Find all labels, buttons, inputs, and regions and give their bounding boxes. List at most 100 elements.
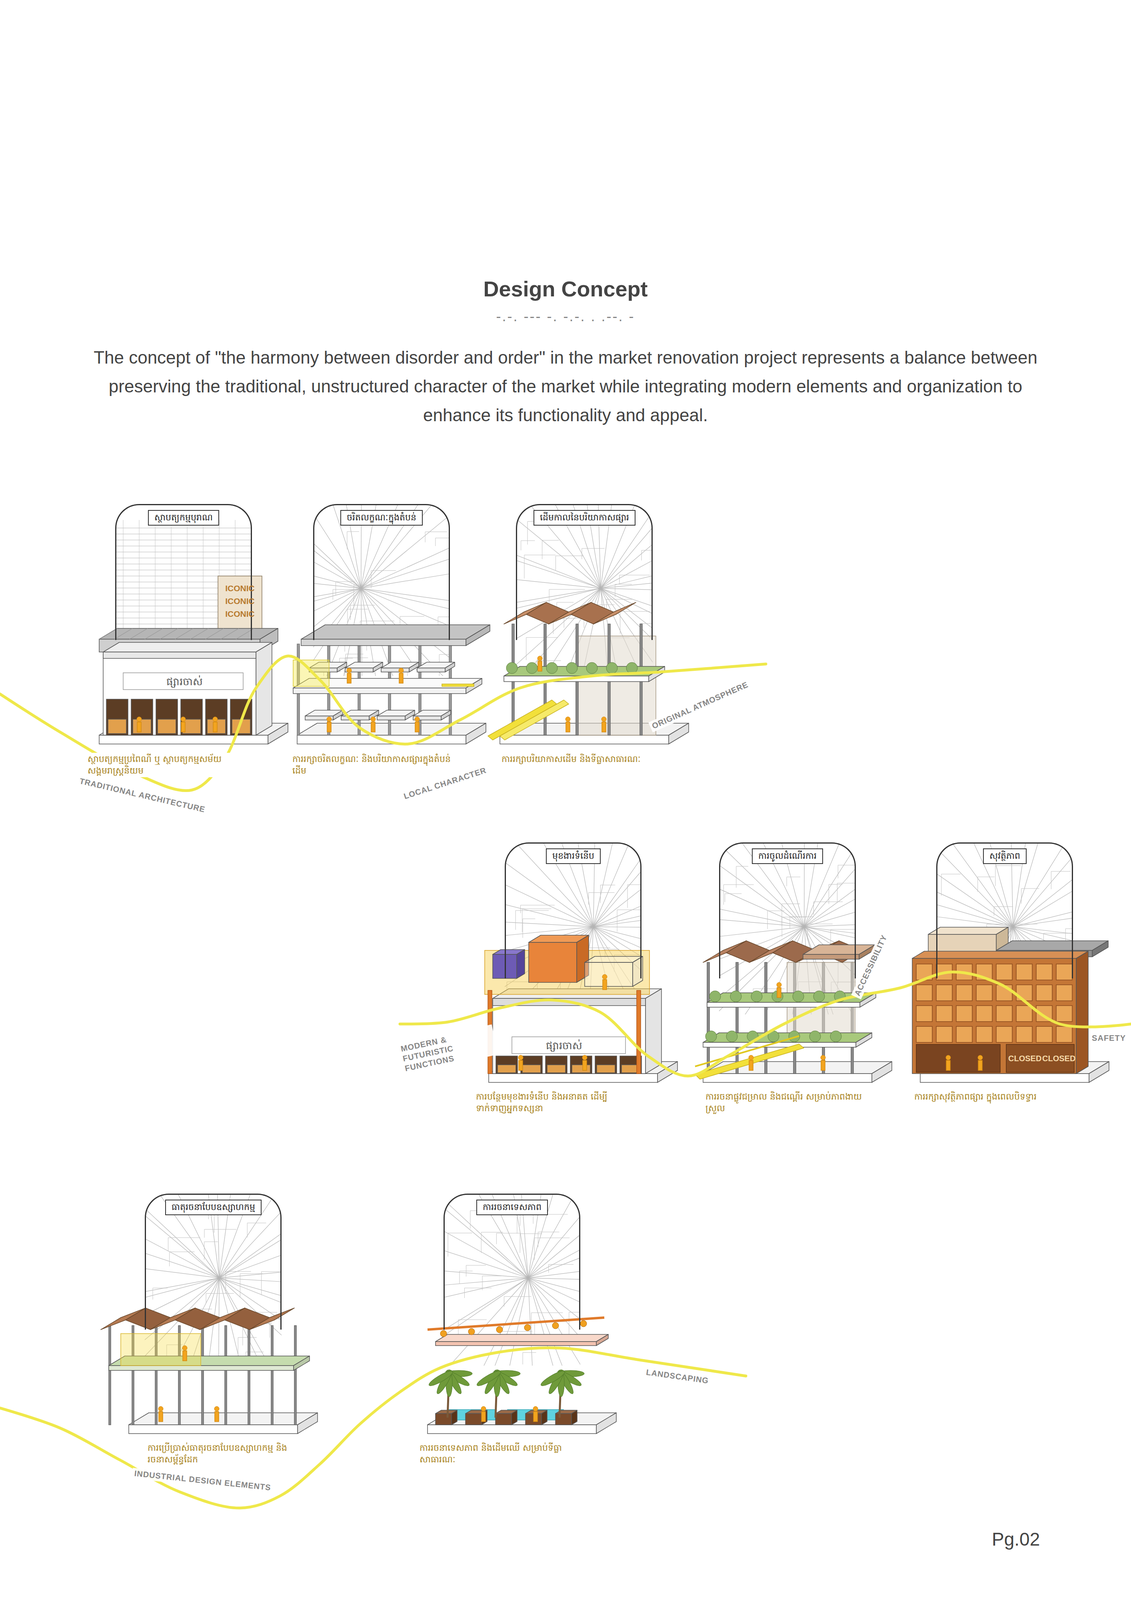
sketch-line — [294, 1277, 529, 1332]
sketch-line — [855, 889, 883, 890]
planter-shrub — [709, 990, 721, 1002]
sketch-line — [617, 909, 618, 932]
sketch-line — [600, 884, 616, 886]
sketch-line — [845, 754, 1013, 927]
sketch-line — [219, 1102, 384, 1278]
steel-column — [108, 1325, 111, 1425]
sketch-line — [627, 884, 645, 885]
sketch-line — [522, 1352, 537, 1353]
sketch-line — [370, 570, 372, 589]
lantern — [496, 1326, 503, 1333]
person-figure — [533, 1406, 538, 1411]
roof — [996, 940, 1109, 951]
planter-shrub — [726, 1030, 738, 1042]
window-screen — [916, 1005, 933, 1022]
sketch-line — [804, 689, 844, 927]
person-figure — [213, 721, 218, 732]
window-screen — [1036, 984, 1053, 1001]
sketch-line — [515, 910, 516, 930]
flat-roof — [803, 954, 860, 960]
sketch-line — [949, 695, 1014, 927]
sketch-line — [470, 720, 594, 927]
window-screen — [996, 1026, 1013, 1043]
stall-canopy — [445, 662, 455, 672]
sketch-line — [661, 733, 805, 927]
palm-leaf — [475, 1368, 503, 1388]
steel-column — [294, 1325, 297, 1425]
person-figure — [370, 716, 376, 722]
sketch-line — [203, 1241, 205, 1260]
sketch-line — [219, 1255, 458, 1278]
sketch-line — [350, 605, 351, 620]
sketch-line — [527, 1277, 746, 1379]
frame-heading: ការចូលដំណើរការ — [751, 848, 824, 864]
sketch-line — [1051, 871, 1052, 890]
sketch-line — [363, 588, 601, 628]
vignette-caption: ការរក្សាចរិតលក្ខណៈ និងបរិយាកាសផ្សារក្នុង… — [290, 752, 462, 778]
page-number: Pg.02 — [991, 1527, 1040, 1551]
sketch-line — [443, 1277, 528, 1503]
sketch-line — [115, 539, 252, 540]
roof — [301, 624, 490, 640]
person-figure — [978, 1060, 983, 1071]
sketch-line — [115, 557, 252, 558]
window-screen — [1016, 1026, 1033, 1043]
sketch-line — [0, 1248, 220, 1278]
sketch-line — [533, 1214, 534, 1224]
sketch-line — [115, 545, 252, 546]
sketch-line — [977, 876, 978, 892]
planter-shrub — [730, 990, 742, 1002]
sketch-line — [261, 1271, 283, 1272]
sketch-line — [527, 1277, 760, 1339]
sketch-line — [237, 1337, 239, 1357]
sketch-line — [361, 926, 594, 991]
sketch-line — [425, 531, 447, 532]
sketch-line — [151, 471, 361, 589]
roof-rib — [99, 628, 118, 640]
sketch-line — [1010, 923, 1038, 925]
sketch-line — [464, 1287, 465, 1298]
rolling-shutter — [1006, 1044, 1075, 1073]
sketch-line — [995, 865, 996, 886]
person-figure — [601, 721, 606, 732]
stall-canopy — [441, 710, 451, 720]
timber-building — [1076, 951, 1089, 1074]
sketch-line — [600, 405, 757, 588]
sketch-line — [361, 563, 601, 589]
sketch-line — [353, 913, 594, 927]
sketch-line — [941, 873, 942, 896]
sketch-line — [837, 882, 870, 884]
sketch-line — [804, 724, 934, 927]
ground-slab — [703, 1073, 872, 1083]
window-screen — [1056, 1026, 1073, 1043]
sketch-line — [741, 694, 805, 927]
window-screen — [956, 1026, 973, 1043]
sketch-line — [459, 1270, 460, 1284]
frame-heading: ចរិតលក្ខណៈក្នុងតំបន់ — [340, 509, 423, 526]
ground-slab — [128, 1424, 298, 1434]
roof-rib — [190, 628, 209, 640]
sketch-line — [521, 540, 536, 541]
planter-deck — [703, 1042, 856, 1048]
sketch-line — [469, 1210, 471, 1229]
sketch-line — [527, 1124, 713, 1278]
sketch-line — [537, 1231, 539, 1247]
folded-roof — [593, 602, 636, 624]
person-figure — [946, 1060, 951, 1071]
shop-opening — [916, 1044, 1001, 1073]
sketch-line — [239, 1273, 241, 1297]
sketch-line — [219, 1277, 450, 1344]
ground-slab — [920, 1073, 1090, 1083]
blue-pod — [516, 949, 525, 979]
ground-slab — [1089, 1061, 1110, 1083]
person-figure — [181, 721, 186, 732]
sketch-line — [526, 637, 558, 638]
person-figure — [212, 716, 218, 722]
person-figure — [602, 974, 608, 980]
vignette-caption: ការរចនាទេសភាព និងដើមឈើ សម្រាប់ទីធ្លាសាធា… — [417, 1441, 578, 1466]
sketch-line — [767, 910, 768, 930]
person-figure — [602, 979, 607, 990]
window-screen — [936, 1005, 953, 1022]
sketch-line — [527, 1247, 766, 1278]
sketch-line — [804, 705, 898, 927]
